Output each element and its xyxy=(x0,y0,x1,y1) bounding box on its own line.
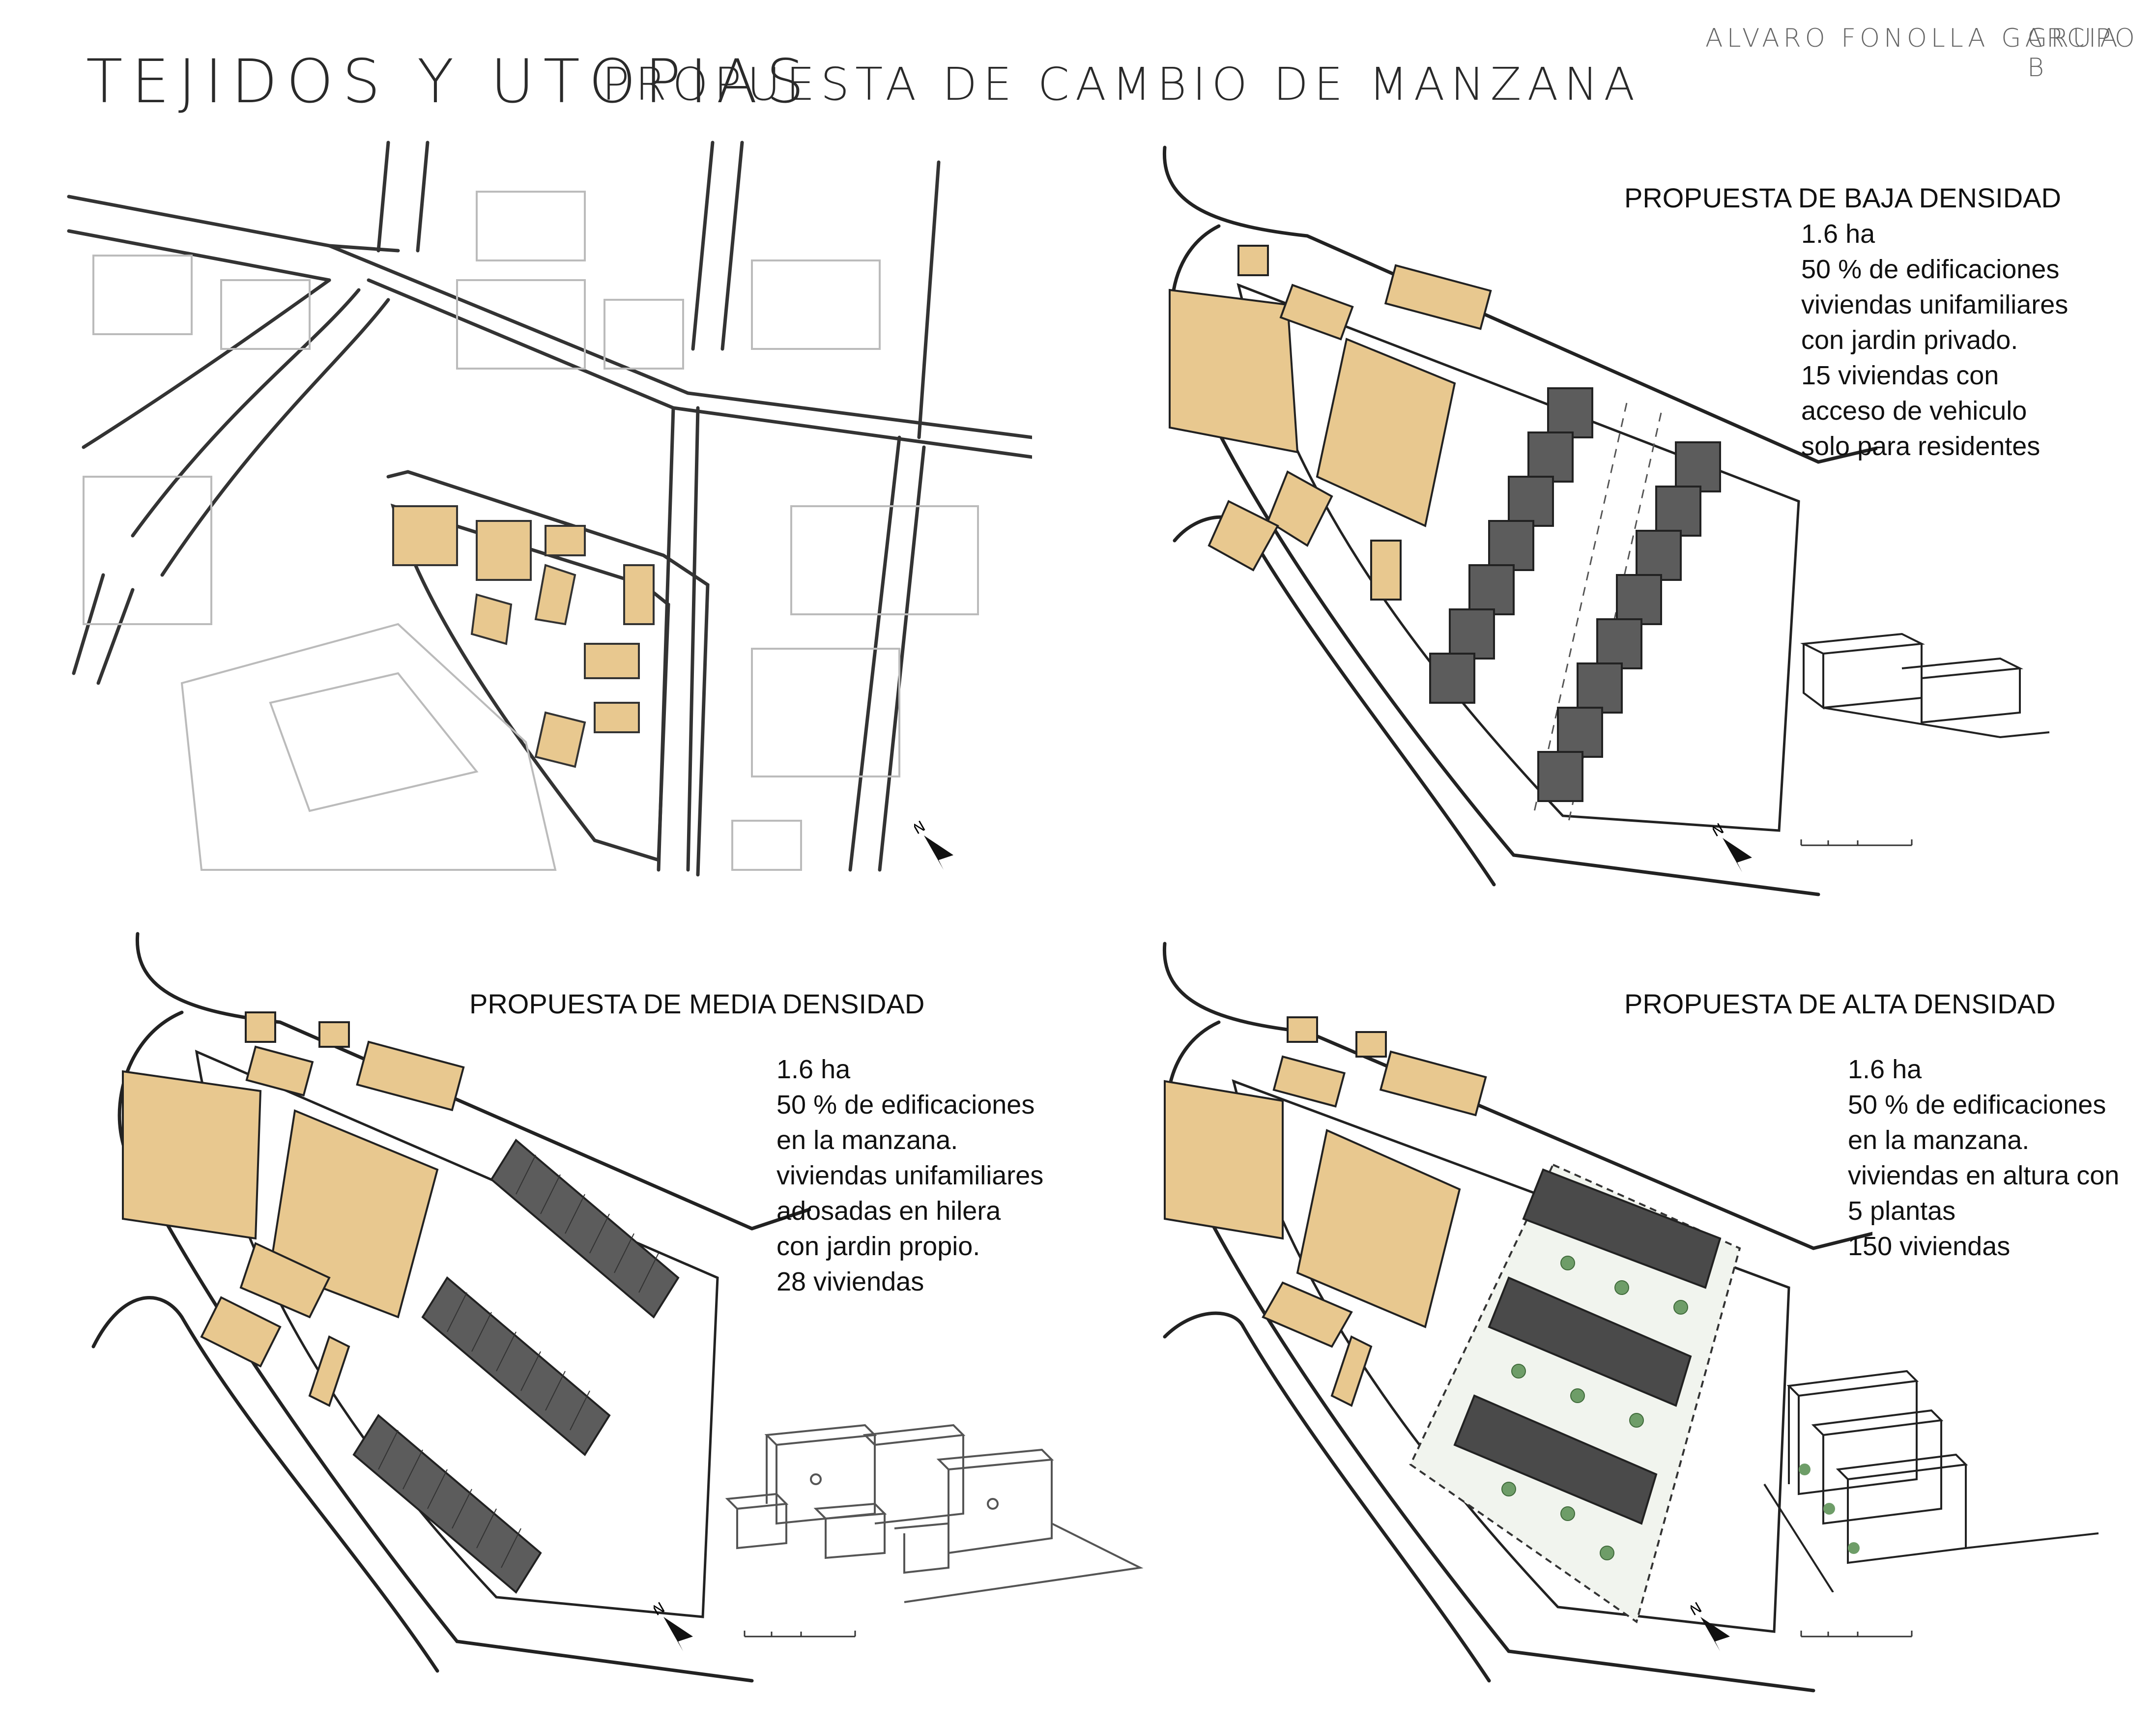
info-line: 15 viviendas con xyxy=(1801,361,1999,390)
info-line: 1.6 ha xyxy=(1848,1055,1922,1084)
north-arrow-icon: N xyxy=(910,816,958,872)
scale-bar-icon xyxy=(744,1631,856,1638)
svg-text:N: N xyxy=(914,818,928,838)
heading-media: PROPUESTA DE MEDIA DENSIDAD xyxy=(469,988,925,1019)
info-media: 1.6 ha 50 % de edificaciones en la manza… xyxy=(776,1052,1043,1299)
info-line: con jardin privado. xyxy=(1801,325,2018,355)
info-line: 50 % de edificaciones xyxy=(776,1090,1035,1120)
svg-text:N: N xyxy=(1713,820,1727,841)
heading-baja: PROPUESTA DE BAJA DENSIDAD xyxy=(1624,182,2061,213)
author-name: ALVARO FONOLLA GARCIA xyxy=(1705,24,2122,53)
plan-media-densidad xyxy=(91,932,811,1683)
info-line: 1.6 ha xyxy=(1801,219,1875,249)
svg-text:N: N xyxy=(1691,1599,1705,1620)
info-line: adosadas en hilera xyxy=(776,1196,1001,1226)
info-line: 28 viviendas xyxy=(776,1267,924,1296)
svg-text:N: N xyxy=(654,1599,668,1620)
info-line: con jardin propio. xyxy=(776,1232,980,1261)
info-baja: 1.6 ha 50 % de edificaciones viviendas u… xyxy=(1801,216,2068,464)
info-line: 5 plantas xyxy=(1848,1196,1956,1226)
info-alta: 1.6 ha 50 % de edificaciones en la manza… xyxy=(1848,1052,2119,1264)
info-line: 1.6 ha xyxy=(776,1055,851,1084)
group-label: GRUPO B xyxy=(2027,24,2139,83)
north-arrow-icon: N xyxy=(1709,818,1757,875)
plan-alta-densidad xyxy=(1162,942,1872,1693)
info-line: viviendas en altura con xyxy=(1848,1161,2120,1190)
info-line: en la manzana. xyxy=(1848,1125,2030,1155)
axonometric-sketch-media xyxy=(725,1424,1144,1603)
info-line: 50 % de edificaciones xyxy=(1801,255,2060,284)
info-line: viviendas unifamiliares xyxy=(776,1161,1044,1190)
site-plan-existing xyxy=(67,141,1032,877)
info-line: acceso de vehiculo xyxy=(1801,396,2027,426)
scale-bar-icon xyxy=(1800,1631,1913,1638)
heading-alta: PROPUESTA DE ALTA DENSIDAD xyxy=(1624,988,2056,1019)
scale-bar-icon xyxy=(1800,839,1913,846)
plan-baja-densidad xyxy=(1162,145,1877,896)
info-line: solo para residentes xyxy=(1801,431,2041,461)
axonometric-sketch-alta xyxy=(1763,1370,2099,1592)
page-subtitle: PROPUESTA DE CAMBIO DE MANZANA xyxy=(602,58,1641,111)
axonometric-sketch-baja xyxy=(1800,632,2050,739)
north-arrow-icon: N xyxy=(1687,1597,1735,1654)
page-title: TEJIDOS Y UTOPIAS xyxy=(86,47,813,116)
info-line: 150 viviendas xyxy=(1848,1232,2011,1261)
info-line: en la manzana. xyxy=(776,1125,958,1155)
north-arrow-icon: N xyxy=(650,1597,698,1654)
info-line: 50 % de edificaciones xyxy=(1848,1090,2106,1120)
info-line: viviendas unifamiliares xyxy=(1801,290,2069,319)
